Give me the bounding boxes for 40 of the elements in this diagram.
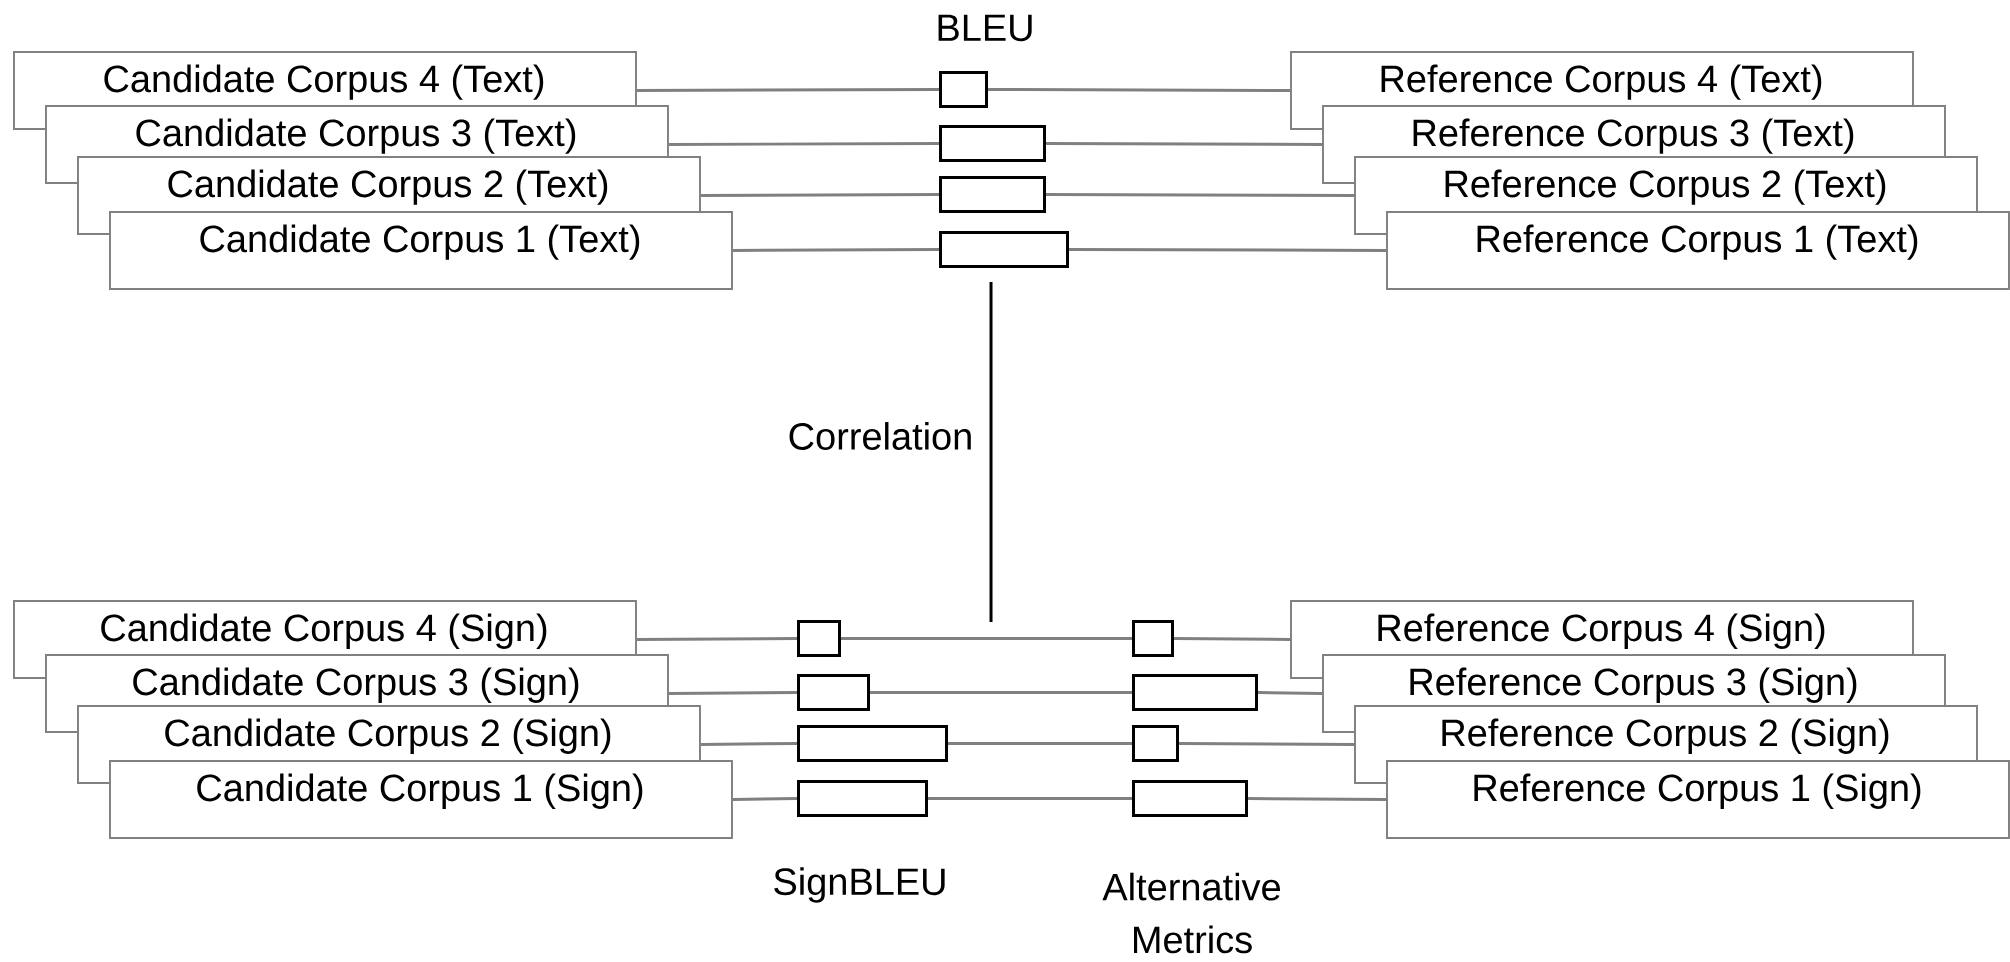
metric-label: Alternative Metrics [1102,872,1280,954]
metric-label: SignBLEU [774,867,945,903]
connector-line [1179,742,1355,746]
connector-line [700,742,798,746]
connector-line [870,691,1132,694]
corpus-card: Reference Corpus 1 (Text) [1386,211,2010,290]
connector-line [668,691,798,695]
score-bar [797,725,948,762]
connector-line [1248,797,1387,801]
score-bar [939,231,1069,268]
connector-line [636,88,940,92]
connector-line [928,797,1132,800]
score-bar [797,674,870,711]
score-bar [939,125,1046,162]
connector-line [700,193,940,197]
connector-line [732,797,798,801]
score-bar [1132,674,1258,711]
score-bar [939,176,1046,213]
connector-line [1069,248,1387,252]
connector-line [1046,142,1323,146]
score-bar [939,71,988,108]
metric-label: BLEU [938,14,1032,42]
score-bar [1132,620,1174,657]
connector-line [668,142,940,146]
metric-label: Correlation [789,422,971,450]
score-bar [1132,725,1179,762]
connector-line [841,637,1132,640]
corpus-card: Candidate Corpus 1 (Sign) [109,760,733,839]
connector-line [732,248,940,252]
connector-line [1174,637,1291,641]
connector-line [948,742,1132,745]
connector-line [636,637,798,641]
score-bar [1132,780,1248,817]
corpus-card: Candidate Corpus 1 (Text) [109,211,733,290]
connector-line [1046,193,1355,197]
connector-line [1257,691,1323,695]
score-bar [797,620,841,657]
corpus-card: Reference Corpus 1 (Sign) [1386,760,2010,839]
connector-line [988,88,1290,92]
score-bar [797,780,928,817]
